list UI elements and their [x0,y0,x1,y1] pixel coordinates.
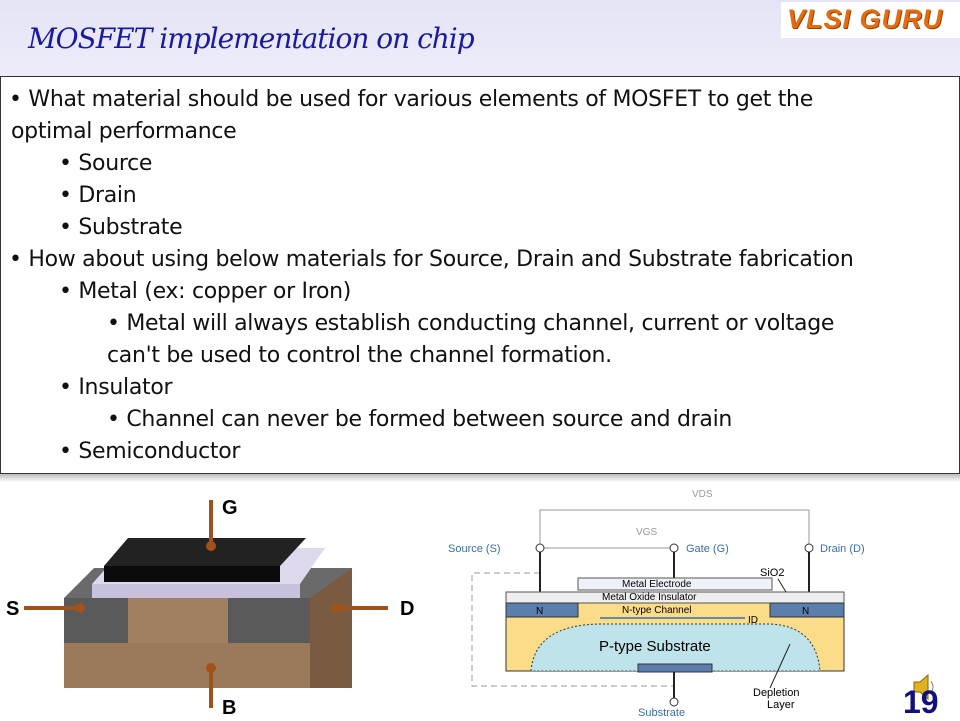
vgs-label: VGS [636,527,657,538]
substrate-terminal-label: Substrate [638,707,685,719]
bullet-line: optimal performance [11,119,237,144]
bullet-line: • How about using below materials for So… [9,247,854,272]
bullet-line: • Semiconductor [59,439,241,464]
content-shadow [0,474,960,482]
layer-label: Layer [767,699,795,711]
bullet-line: • Metal will always establish conducting… [107,311,835,336]
metal-electrode-label: Metal Electrode [622,579,692,590]
bullet-content-box: • What material should be used for vario… [0,76,960,474]
p-substrate-label: P-type Substrate [599,638,711,655]
n-drain-label: N [802,606,809,617]
bullet-line: • Substrate [59,215,183,240]
sio2-label: SiO2 [760,567,784,579]
bullet-line: • Source [59,151,153,176]
source-label: S [6,598,19,620]
drain-terminal-label: Drain (D) [820,543,865,555]
bullet-line: • What material should be used for vario… [9,87,813,112]
drain-current-label: ID [748,615,758,626]
channel-label: N-type Channel [622,605,691,616]
drain-label: D [400,598,414,620]
slide-title: MOSFET implementation on chip [28,22,475,55]
n-source-label: N [536,606,543,617]
slide-header: MOSFET implementation on chip VLSI GURU [0,0,960,76]
source-terminal-label: Source (S) [448,543,501,555]
body-label: B [222,697,236,719]
bullet-line: • Metal (ex: copper or Iron) [59,279,352,304]
vds-label: VDS [692,489,713,500]
mosfet-cross-section-diagram: VDS VGS Source (S) Gate (G) Drain (D) Me… [448,489,865,719]
slide-number: 19 [903,684,939,720]
bullet-line: • Drain [59,183,137,208]
depletion-label: Depletion [753,687,799,699]
gate-terminal-label: Gate (G) [686,543,729,555]
bullet-line: can't be used to control the channel for… [107,343,612,368]
mosfet-3d-diagram: G S D B [6,497,414,719]
speaker-icon[interactable] [912,672,938,702]
oxide-label: Metal Oxide Insulator [602,592,697,603]
bullet-line: • Channel can never be formed between so… [107,407,733,432]
gate-label: G [222,497,238,519]
vlsi-guru-logo: VLSI GURU [781,2,960,38]
bullet-line: • Insulator [59,375,173,400]
